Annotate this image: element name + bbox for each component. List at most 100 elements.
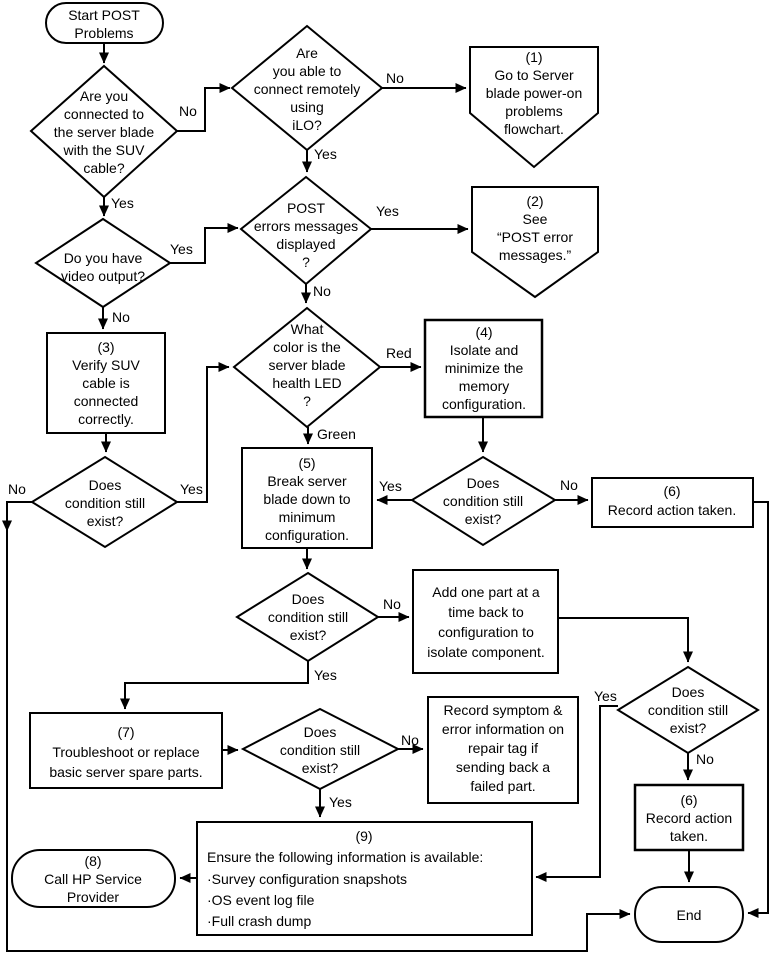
node-suv-line: connected to [64,106,144,122]
node-goto-line: flowchart. [504,121,564,137]
node-ilo-line: iLO? [292,117,322,133]
node-ilo-line: connect remotely [254,81,361,97]
node-start: Start POST Problems [45,2,164,44]
node-led-line: What [291,321,324,337]
node-break-line: minimum [279,509,336,525]
node-cond1-line: condition still [65,495,145,511]
edge-label-suv-yes: Yes [111,195,134,211]
node-callhp-line: Provider [67,889,119,905]
cond5-decision-shape [616,665,760,755]
isolate-memory-process-shape [423,318,544,419]
edges [2,43,769,952]
video-output-decision-shape [34,217,172,309]
node-break-line: configuration. [265,527,349,543]
node-ensure-info: (9) Ensure the following information is … [196,821,533,936]
health-led-decision-shape [232,306,382,429]
edge-label-suv-no: No [179,103,197,119]
edge-label-video-no: No [112,309,130,325]
node-ensure-line: (9) [355,828,372,844]
node-verify-line: connected [74,393,139,409]
node-end-line: End [677,907,702,923]
node-video-output: Do you have video output? [34,217,172,309]
edge-label-cond4-no: No [401,732,419,748]
edge-label-cond3-yes: Yes [314,667,337,683]
edge-label-led-red: Red [386,345,412,361]
edge-cond5-yes-to-ensure [535,705,618,882]
edge-label-cond2-yes: Yes [379,478,402,494]
node-cond-after-addpart: Does condition still exist? [616,665,760,755]
node-suv-line: the server blade [54,124,155,140]
node-ensure-line: ·Survey configuration snapshots [207,871,407,887]
node-video-line: video output? [61,268,145,284]
node-symptom-line: sending back a [456,759,550,775]
edge-label-video-yes: Yes [170,241,193,257]
edge-labels: No Yes Yes No Yes No Yes No Red Green Ye… [8,70,714,810]
node-ilo-line: using [290,99,323,115]
node-record-action-2: (6) Record action taken. [633,783,745,852]
record-action-2-process-shape [633,783,745,852]
edge-addpart-to-cond5 [558,617,693,663]
node-troubleshoot-line: (7) [117,724,134,740]
node-cond2-line: Does [467,475,500,491]
record-symptom-process-shape [427,696,579,804]
node-record2-line: Record action [646,810,732,826]
end-terminator-shape [634,886,744,943]
see-post-errors-offpage-shape [471,186,599,299]
node-see-line: messages.” [499,247,572,263]
node-verify-suv: (3) Verify SUV cable is connected correc… [46,332,166,434]
node-cond3-line: Does [292,591,325,607]
call-hp-terminator-shape [11,849,176,908]
node-suv-line: Are you [80,88,128,104]
node-addpart-line: configuration to [438,624,534,640]
goto-power-on-offpage-shape [469,46,599,169]
node-troubleshoot: (7) Troubleshoot or replace basic server… [29,712,223,789]
edge-label-cond1-yes: Yes [180,481,203,497]
node-cond-after-verify: Does condition still exist? [30,455,179,549]
node-verify-line: correctly. [78,411,134,427]
ensure-info-process-shape [196,821,533,936]
node-led-line: ? [303,393,311,409]
node-break-line: Break server [267,473,347,489]
node-cond2-line: condition still [443,493,523,509]
node-break-line: blade down to [263,491,350,507]
node-cond4-line: condition still [280,742,360,758]
node-cond5-line: exist? [670,720,707,736]
node-isolate-line: Isolate and [450,342,519,358]
node-callhp-line: Call HP Service [44,871,142,887]
node-led-line: color is the [273,339,341,355]
node-see-line: “POST error [497,229,573,245]
edge-suv-no-to-ilo [177,83,231,132]
node-symptom-line: error information on [442,721,564,737]
verify-suv-process-shape [46,332,166,434]
node-suv-line: cable? [83,160,124,176]
edge-label-cond5-yes: Yes [594,688,617,704]
edge-cond1-yes-to-led [177,362,230,503]
node-led-line: health LED [272,375,341,391]
node-record-symptom: Record symptom & error information on re… [427,696,579,804]
node-record1-line: Record action taken. [608,502,736,518]
edge-label-post-yes: Yes [376,203,399,219]
node-see-line: See [523,211,548,227]
node-cond4-line: Does [304,724,337,740]
edge-label-cond2-no: No [560,477,578,493]
node-video-line: Do you have [64,250,143,266]
node-post-line: displayed [276,236,335,252]
node-post-line: POST [287,200,326,216]
node-symptom-line: Record symptom & [443,702,563,718]
start-terminator-shape [45,2,164,44]
node-cond-after-troubleshoot: Does condition still exist? [240,707,401,791]
node-cond5-line: Does [672,684,705,700]
edge-label-cond3-no: No [383,596,401,612]
node-cond2-line: exist? [465,511,502,527]
troubleshoot-process-shape [29,712,223,789]
post-errors-decision-shape [239,175,373,286]
node-addpart-line: isolate component. [427,644,545,660]
node-isolate-line: memory [459,378,510,394]
node-callhp-line: (8) [84,853,101,869]
edge-label-cond5-no: No [696,751,714,767]
node-troubleshoot-line: Troubleshoot or replace [52,744,200,760]
edge-label-led-green: Green [317,426,356,442]
node-cond3-line: condition still [268,609,348,625]
